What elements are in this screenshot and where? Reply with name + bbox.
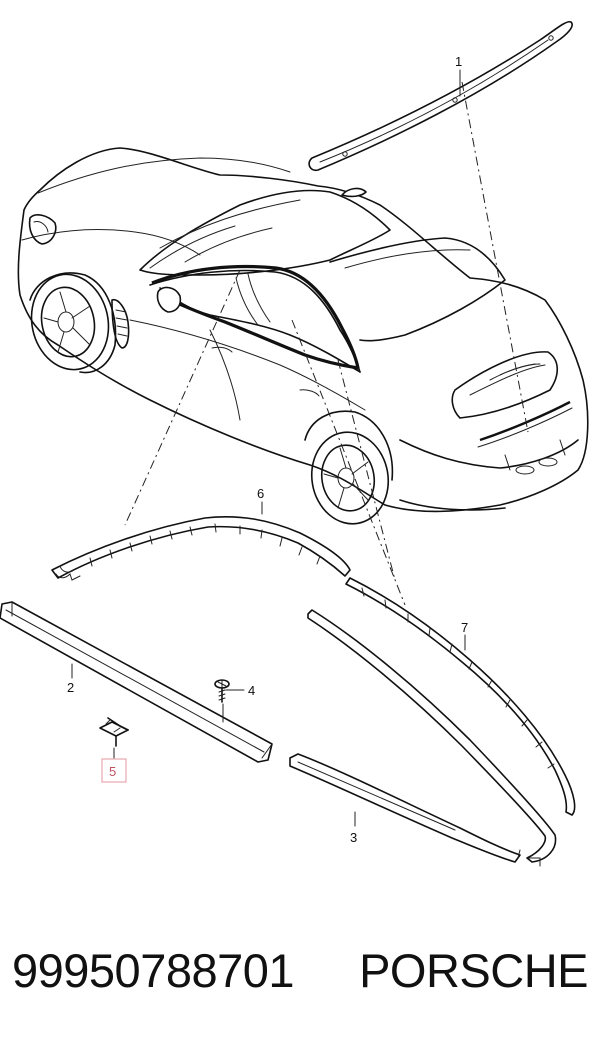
callout-5-box bbox=[101, 758, 127, 783]
callout-5: 5 bbox=[109, 764, 116, 779]
parts-diagram: 1 6 7 2 4 5 3 bbox=[0, 20, 589, 867]
part-1-roof-trim bbox=[308, 20, 573, 172]
callout-7: 7 bbox=[461, 620, 468, 635]
part-number: 99950788701 bbox=[12, 943, 295, 997]
leader-lines bbox=[124, 81, 529, 606]
part-4-screw bbox=[214, 679, 230, 703]
car-body-outline bbox=[17, 147, 589, 525]
part-3-quarter-seal bbox=[307, 609, 557, 867]
part-6-upper-seal bbox=[51, 515, 351, 581]
callout-1: 1 bbox=[455, 54, 462, 69]
callout-2: 2 bbox=[67, 680, 74, 695]
footer-caption: 99950788701 PORSCHE bbox=[0, 935, 600, 1005]
callout-leaders bbox=[71, 69, 466, 827]
part-5-clip bbox=[99, 717, 129, 747]
part-3-lower-trim bbox=[289, 753, 521, 863]
part-2-sill-strip bbox=[0, 601, 273, 763]
brand-name: PORSCHE bbox=[359, 943, 588, 997]
callout-6: 6 bbox=[257, 486, 264, 501]
callout-3: 3 bbox=[350, 830, 357, 845]
part-7-rear-seal bbox=[345, 577, 576, 816]
callout-4: 4 bbox=[248, 683, 255, 698]
